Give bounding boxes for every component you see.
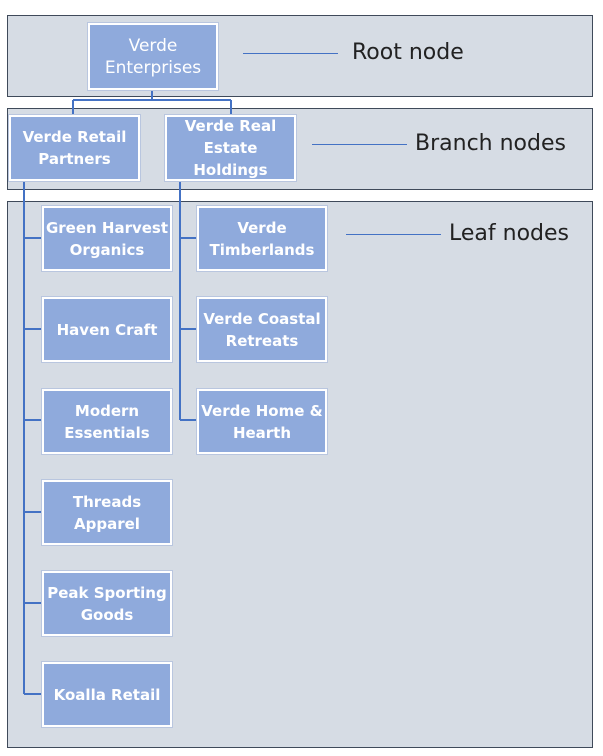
leaf-node-line1: Verde Coastal (203, 309, 321, 328)
leaf-node: Haven Craft (41, 296, 173, 363)
leaf-node-line1: Koalla Retail (53, 685, 161, 704)
leaf-nodes-label: Leaf nodes (449, 221, 569, 246)
leaf-node-line2: Apparel (74, 514, 140, 533)
leaf-node-line1: Modern (74, 401, 140, 420)
root-node-line2: Enterprises (104, 57, 202, 78)
leaf-node-line2: Organics (69, 240, 145, 259)
root-label-line (243, 53, 338, 54)
leaf-node: Koalla Retail (41, 661, 173, 728)
branch-node-line2: Estate Holdings (193, 139, 268, 179)
leaf-node-line1: Peak Sporting (47, 583, 167, 602)
leaf-node-line2: Essentials (64, 423, 150, 442)
leaf-node-line2: Hearth (232, 423, 292, 442)
branch-node-line1: Verde Real (184, 117, 277, 135)
branch-node-line2: Partners (38, 150, 111, 168)
root-node-line1: Verde (128, 35, 178, 56)
leaf-node-line2: Timberlands (209, 240, 315, 259)
leaf-label-line (346, 234, 441, 235)
root-node-label: Root node (352, 40, 464, 65)
branch-label-line (312, 144, 407, 145)
branch-node-line1: Verde Retail (22, 128, 127, 146)
leaf-node-line1: Haven Craft (56, 320, 158, 339)
root-node: Verde Enterprises (87, 22, 219, 91)
leaf-node: Verde Home & Hearth (196, 388, 328, 455)
branch-node-retail: Verde Retail Partners (8, 114, 141, 182)
branch-node-realestate: Verde Real Estate Holdings (164, 114, 297, 182)
leaf-node-line1: Green Harvest (45, 218, 169, 237)
leaf-node-line1: Verde (237, 218, 287, 237)
leaf-node-line1: Verde Home & (201, 401, 323, 420)
leaf-node-line2: Goods (80, 605, 134, 624)
leaf-node-line2: Retreats (225, 331, 299, 350)
branch-nodes-label: Branch nodes (415, 131, 566, 156)
leaf-band (7, 201, 593, 748)
leaf-node-line1: Threads (72, 492, 142, 511)
